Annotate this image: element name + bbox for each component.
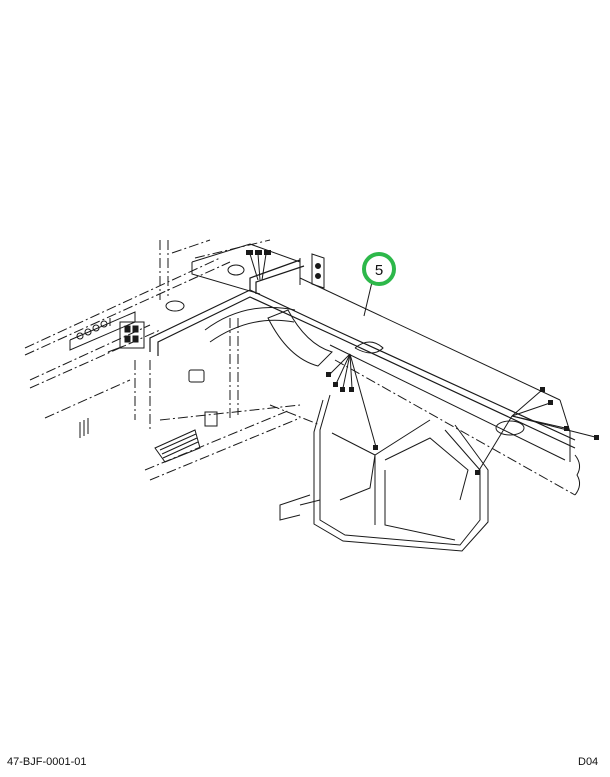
cross-member [279, 394, 489, 552]
vent-grille [79, 369, 218, 463]
frame-rail [299, 277, 581, 496]
callout-ring-icon [362, 252, 396, 286]
figure-id: 47-BJF-0001-01 [7, 756, 87, 768]
wall-socket [299, 253, 325, 289]
sheet-id: D04 [578, 756, 599, 768]
switch-panel [76, 320, 145, 353]
support-posts [134, 318, 321, 481]
floor-hole [227, 264, 245, 276]
callout-label: 5 [375, 262, 383, 279]
connector-blocks [246, 250, 599, 475]
connector-leads [249, 253, 596, 473]
floor-hole [165, 300, 185, 312]
callout-5[interactable]: 5 [362, 252, 396, 317]
harness-trunk [149, 259, 576, 449]
duct [204, 307, 333, 367]
